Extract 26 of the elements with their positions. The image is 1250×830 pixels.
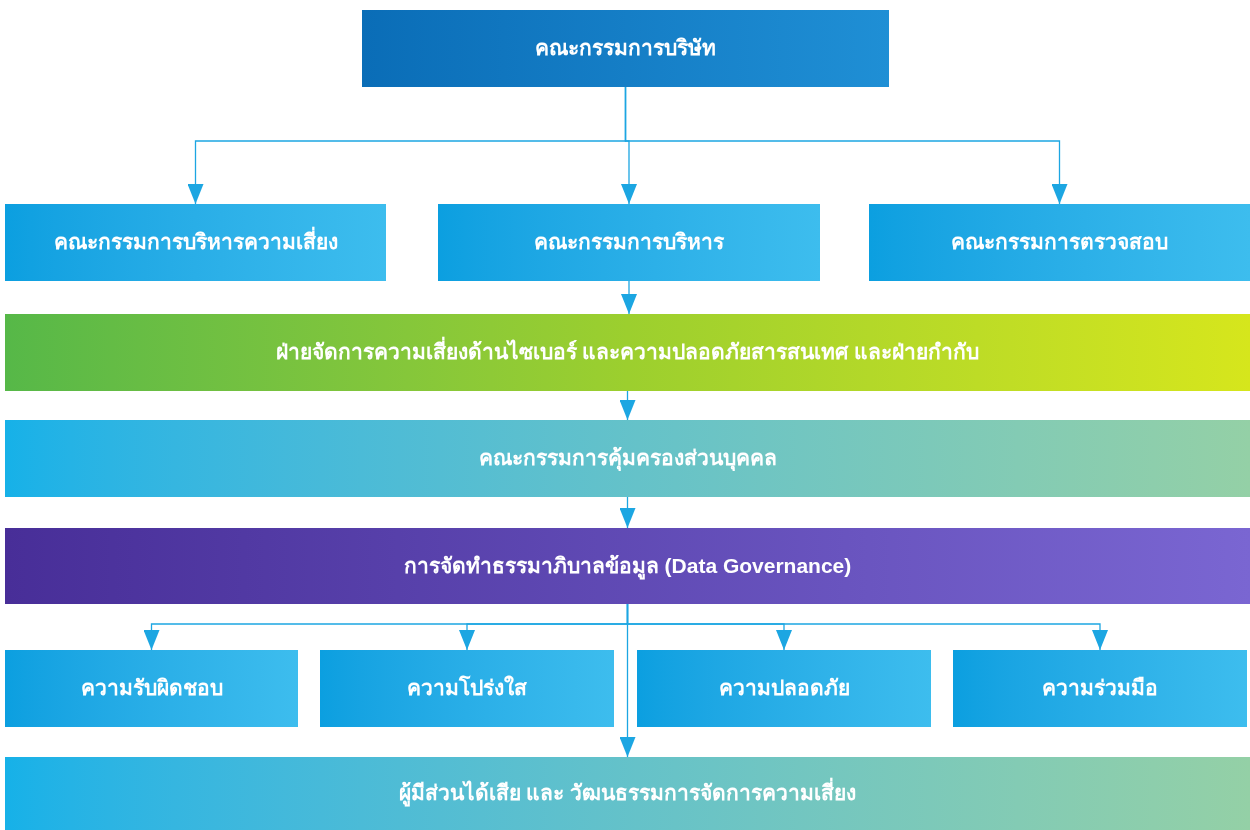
principle-box <box>953 650 1247 727</box>
principle-box <box>320 650 614 727</box>
connector-arrow <box>619 496 636 529</box>
connector-arrow <box>624 86 1068 205</box>
stakeholder-band <box>5 757 1250 830</box>
committee-box <box>869 204 1250 281</box>
node-label: คณะกรรมการตรวจสอบ <box>951 229 1168 256</box>
principle-box <box>5 650 298 727</box>
node-label: ความโปร่งใส <box>407 675 527 702</box>
governance-band <box>5 528 1250 604</box>
node-label: คณะกรรมการคุ้มครองส่วนบุคคล <box>478 445 777 472</box>
connector-arrow <box>619 603 636 758</box>
node-label: คณะกรรมการบริหาร <box>534 229 724 256</box>
connector-arrow <box>621 280 637 315</box>
department-band <box>5 314 1250 391</box>
committee-band <box>5 420 1250 497</box>
node-label: คณะกรรมการบริษัท <box>535 35 716 62</box>
board-box <box>362 10 889 87</box>
node-label: การจัดทำธรรมาภิบาลข้อมูล (Data Governance) <box>403 552 852 580</box>
principle-box <box>637 650 931 727</box>
connector-arrow <box>619 390 636 421</box>
committee-box <box>5 204 386 281</box>
node-label: ความร่วมมือ <box>1042 675 1158 702</box>
node-label: ความปลอดภัย <box>718 675 850 702</box>
node-label: ความรับผิดชอบ <box>80 675 223 702</box>
committee-box <box>438 204 820 281</box>
